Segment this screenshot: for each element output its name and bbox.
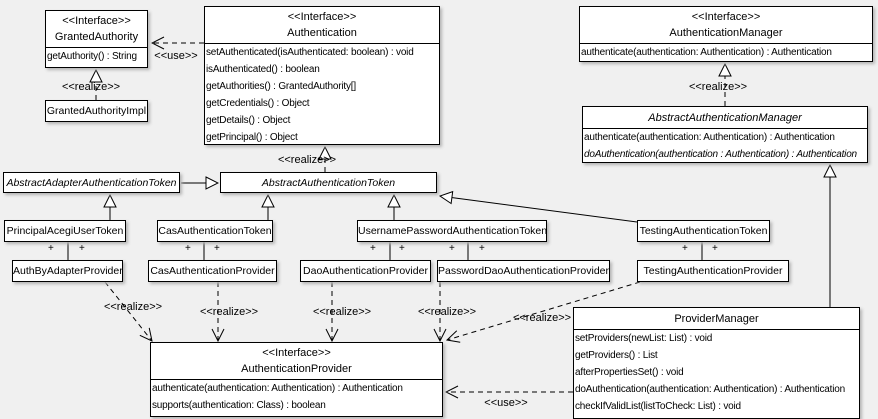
class-name: TestingAuthenticationToken [639,225,768,237]
class-title: <<Interface>> Authentication [205,7,439,43]
class-title: AbstractAuthenticationManager [583,107,867,128]
class-dao-authentication-provider[interactable]: DaoAuthenticationProvider [300,260,431,282]
class-name: AuthenticationProvider [241,363,352,375]
class-auth-by-adapter-provider[interactable]: AuthByAdapterProvider [12,260,123,282]
methods-compartment: setProviders(newList: List) : void getPr… [574,329,859,415]
method: getAuthority() : String [47,51,137,62]
class-provider-manager[interactable]: ProviderManager setProviders(newList: Li… [573,307,860,419]
plus-label: + [370,243,376,254]
class-title: <<Interface>> GrantedAuthority [46,11,147,47]
class-name: AuthByAdapterProvider [13,265,122,277]
plus-label: + [79,243,85,254]
class-name: GrantedAuthority [54,31,139,43]
class-authentication-manager[interactable]: <<Interface>> AuthenticationManager auth… [579,6,873,62]
plus-label: + [479,243,485,254]
realize-label: <<realize>> [512,312,572,324]
realize-label: <<realize>> [61,81,121,93]
plus-label: + [682,243,688,254]
class-cas-authentication-token[interactable]: CasAuthenticationToken [157,220,273,242]
method: getCredentials() : Object [206,98,310,109]
class-username-password-authentication-token[interactable]: UsernamePasswordAuthenticationToken [357,220,547,242]
method: isAuthenticated() : boolean [206,64,320,75]
class-authentication[interactable]: <<Interface>> Authentication setAuthenti… [204,6,440,145]
method: getProviders() : List [575,350,658,361]
class-name: PrincipalAcegiUserToken [6,225,124,237]
class-name: DaoAuthenticationProvider [303,265,428,277]
realize-label: <<realize>> [199,306,259,318]
class-abstract-authentication-manager[interactable]: AbstractAuthenticationManager authentica… [582,106,868,163]
method: authenticate(authentication: Authenticat… [584,132,835,143]
stereotype-label: <<Interface>> [262,347,331,359]
stereotype-label: <<Interface>> [287,11,357,23]
method: setProviders(newList: List) : void [575,333,713,344]
class-name: ProviderManager [674,313,759,325]
methods-compartment: authenticate(authentication: Authenticat… [151,379,442,414]
method: doAuthentication(authentication : Authen… [584,149,857,160]
realize-label: <<realize>> [688,81,748,93]
class-testing-authentication-provider[interactable]: TestingAuthenticationProvider [637,260,789,282]
class-name: TestingAuthenticationProvider [643,265,783,277]
method: setAuthenticated(isAuthenticated: boolea… [206,47,414,58]
class-name: UsernamePasswordAuthenticationToken [358,225,546,237]
generalization-edge-testingauthenticationtoken [440,196,638,223]
class-name: AuthenticationManager [669,27,783,39]
method: doAuthentication(authentication: Authent… [575,384,845,395]
use-label: <<use>> [154,50,198,62]
methods-compartment: setAuthenticated(isAuthenticated: boolea… [205,43,439,144]
realize-label: <<realize>> [103,301,163,313]
class-name: AbstractAuthenticationToken [261,177,396,189]
method: checkIfValidList(listToCheck: List) : vo… [575,401,741,412]
use-label: <<use>> [484,397,528,409]
class-name: PasswordDaoAuthenticationProvider [438,265,609,277]
method: authenticate(authentication: Authenticat… [152,383,403,394]
realize-label: <<realize>> [312,306,372,318]
class-name: AbstractAdapterAuthenticationToken [6,177,177,189]
class-principal-acegi-user-token[interactable]: PrincipalAcegiUserToken [4,220,126,242]
connector-edges [67,43,830,392]
plus-label: + [48,243,54,254]
realize-label: <<realize>> [277,154,337,166]
class-title: <<Interface>> AuthenticationManager [580,7,872,43]
method: getPrincipal() : Object [206,132,298,143]
class-name: Authentication [287,27,357,39]
plus-label: + [712,243,718,254]
class-name: GrantedAuthorityImpl [46,105,147,117]
stereotype-label: <<Interface>> [62,15,131,27]
methods-compartment: getAuthority() : String [46,47,147,65]
class-authentication-provider[interactable]: <<Interface>> AuthenticationProvider aut… [150,342,443,417]
class-name: CasAuthenticationToken [158,225,272,237]
class-title: ProviderManager [574,308,859,329]
plus-label: + [399,243,405,254]
plus-label: + [185,243,191,254]
plus-label: + [214,243,220,254]
class-title: <<Interface>> AuthenticationProvider [151,343,442,379]
realize-edge-testingauthenticationprovider [447,281,641,340]
method: authenticate(authentication: Authenticat… [581,47,832,58]
method: getAuthorities() : GrantedAuthority[] [206,81,356,92]
class-testing-authentication-token[interactable]: TestingAuthenticationToken [637,220,770,242]
realize-edge-authbyadapterprovider [104,281,152,341]
realize-label: <<realize>> [417,306,477,318]
class-granted-authority[interactable]: <<Interface>> GrantedAuthority getAuthor… [45,10,148,68]
class-abstract-adapter-authentication-token[interactable]: AbstractAdapterAuthenticationToken [3,172,180,193]
plus-label: + [449,243,455,254]
method: afterPropertiesSet() : void [575,367,684,378]
class-abstract-authentication-token[interactable]: AbstractAuthenticationToken [220,172,437,193]
class-password-dao-authentication-provider[interactable]: PasswordDaoAuthenticationProvider [437,260,610,282]
class-name: CasAuthenticationProvider [150,265,275,277]
method: supports(authentication: Class) : boolea… [152,400,326,411]
class-cas-authentication-provider[interactable]: CasAuthenticationProvider [148,260,277,282]
stereotype-label: <<Interface>> [691,11,761,23]
method: getDetails() : Object [206,115,291,126]
methods-compartment: authenticate(authentication: Authenticat… [583,128,867,162]
class-name: AbstractAuthenticationManager [648,112,802,124]
class-granted-authority-impl[interactable]: GrantedAuthorityImpl [45,100,148,122]
methods-compartment: authenticate(authentication: Authenticat… [580,43,872,61]
